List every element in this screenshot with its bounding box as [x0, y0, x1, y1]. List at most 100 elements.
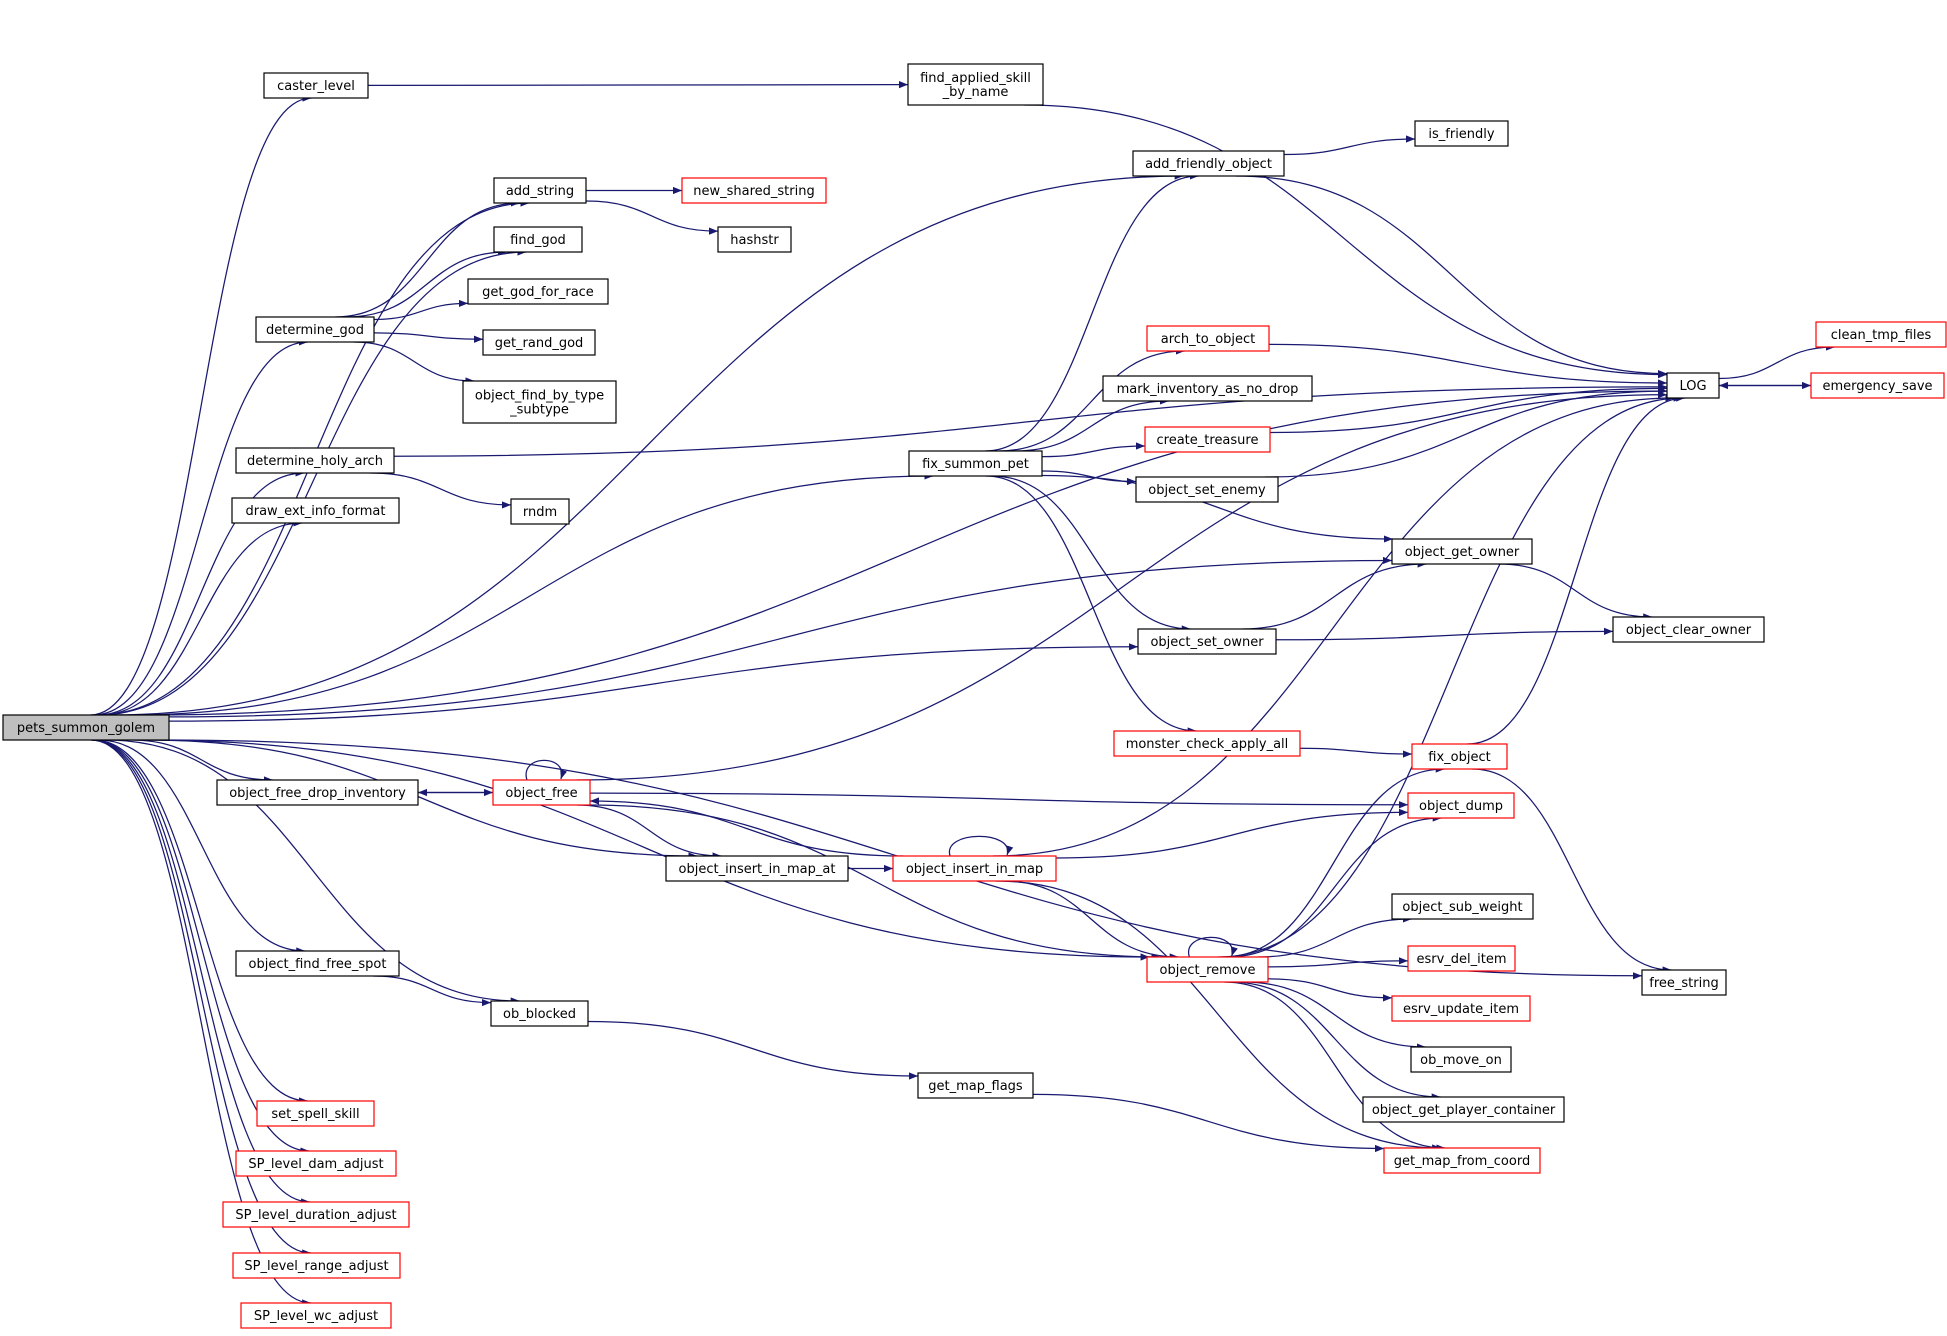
node-get-god-for-race[interactable]: get_god_for_race: [467, 278, 609, 305]
edge-object_free-to-object_free: [525, 759, 568, 781]
node-box: [235, 447, 395, 474]
node-label: add_string: [506, 184, 574, 199]
node-object-set-owner[interactable]: object_set_owner: [1137, 628, 1277, 655]
node-label: object_set_owner: [1150, 635, 1264, 650]
node-label: esrv_update_item: [1403, 1002, 1519, 1017]
node-object-set-enemy[interactable]: object_set_enemy: [1135, 476, 1279, 503]
node-determine-god[interactable]: determine_god: [255, 316, 375, 343]
edge-determine_god-to-find_god: [345, 248, 508, 318]
node-add-friendly-object[interactable]: add_friendly_object: [1132, 150, 1285, 177]
node-emergency-save[interactable]: emergency_save: [1810, 372, 1945, 399]
node-object-insert-in-map-at[interactable]: object_insert_in_map_at: [665, 855, 849, 882]
edge-determine_god-to-get_god_for_race: [373, 299, 469, 321]
node-label: hashstr: [730, 233, 779, 248]
node-label: mark_inventory_as_no_drop: [1117, 382, 1299, 397]
edge-object_remove-to-ob_move_on: [1242, 981, 1426, 1051]
node-fix-summon-pet[interactable]: fix_summon_pet: [908, 450, 1043, 477]
node-label: monster_check_apply_all: [1126, 737, 1289, 752]
node-object-find-free-spot[interactable]: object_find_free_spot: [235, 950, 400, 977]
node-SP-level-dam-adjust[interactable]: SP_level_dam_adjust: [235, 1150, 397, 1177]
node-object-insert-in-map[interactable]: object_insert_in_map: [892, 855, 1057, 882]
node-esrv-del-item[interactable]: esrv_del_item: [1407, 945, 1516, 972]
node-label: new_shared_string: [693, 184, 814, 199]
node-get-rand-god[interactable]: get_rand_god: [482, 329, 596, 356]
node-box: [1113, 730, 1301, 757]
edge-object_free-to-object_insert_in_map_at: [576, 804, 722, 860]
node-new-shared-string[interactable]: new_shared_string: [681, 177, 827, 204]
node-caster-level[interactable]: caster_level: [263, 72, 369, 99]
node-create-treasure[interactable]: create_treasure: [1144, 426, 1271, 453]
node-box: [1414, 120, 1509, 147]
edge-object_set_enemy-to-LOG: [1265, 387, 1668, 478]
node-label: object_find_by_type: [475, 389, 604, 404]
node-draw-ext-info-format[interactable]: draw_ext_info_format: [231, 497, 400, 524]
node-object-remove[interactable]: object_remove: [1146, 956, 1269, 983]
node-object-sub-weight[interactable]: object_sub_weight: [1391, 893, 1534, 920]
node-get-map-from-coord[interactable]: get_map_from_coord: [1383, 1147, 1541, 1174]
node-hashstr[interactable]: hashstr: [717, 226, 792, 253]
edge-create_treasure-to-LOG: [1269, 384, 1668, 434]
node-object-free[interactable]: object_free: [492, 779, 591, 806]
node-SP-level-duration-adjust[interactable]: SP_level_duration_adjust: [222, 1201, 410, 1228]
node-get-map-flags[interactable]: get_map_flags: [917, 1072, 1034, 1099]
node-ob-move-on[interactable]: ob_move_on: [1410, 1046, 1512, 1073]
node-object-find-by-type-subtype[interactable]: object_find_by_type_subtype: [462, 380, 617, 424]
node-free-string[interactable]: free_string: [1641, 969, 1727, 996]
node-label: create_treasure: [1157, 433, 1259, 448]
node-ob-blocked[interactable]: ob_blocked: [490, 1000, 589, 1027]
node-object-dump[interactable]: object_dump: [1407, 792, 1515, 819]
edge-object_get_owner-to-object_clear_owner: [1498, 563, 1653, 621]
node-monster-check-apply-all[interactable]: monster_check_apply_all: [1113, 730, 1301, 757]
node-box: [1146, 325, 1270, 352]
node-box: [1810, 372, 1945, 399]
node-box: [493, 177, 587, 204]
node-label: clean_tmp_files: [1831, 328, 1932, 343]
edge-pets_summon_golem-to-object_set_owner: [168, 643, 1139, 722]
node-find-applied-skill-by-name[interactable]: find_applied_skill_by_name: [907, 63, 1044, 106]
node-label: object_find_free_spot: [249, 957, 387, 972]
node-object-get-owner[interactable]: object_get_owner: [1391, 538, 1533, 565]
edge-get_map_flags-to-get_map_from_coord: [1032, 1093, 1385, 1153]
node-pets-summon-golem[interactable]: pets_summon_golem: [2, 714, 170, 741]
node-box: [216, 779, 419, 806]
node-box: [1391, 538, 1533, 565]
node-set-spell-skill[interactable]: set_spell_skill: [256, 1100, 375, 1127]
edge-pets_summon_golem-to-add_friendly_object: [110, 172, 1184, 716]
node-label: get_god_for_race: [482, 285, 594, 300]
node-box: [493, 226, 583, 253]
node-box: [255, 316, 375, 343]
node-object-free-drop-inventory[interactable]: object_free_drop_inventory: [216, 779, 419, 806]
node-arch-to-object[interactable]: arch_to_object: [1146, 325, 1270, 352]
node-find-god[interactable]: find_god: [493, 226, 583, 253]
node-label: caster_level: [277, 79, 355, 94]
node-box: [1641, 969, 1727, 996]
edge-caster_level-to-find_applied_skill_by_name: [367, 81, 909, 89]
node-label: SP_level_duration_adjust: [235, 1208, 396, 1223]
edge-object_find_free_spot-to-ob_blocked: [372, 975, 492, 1007]
node-SP-level-range-adjust[interactable]: SP_level_range_adjust: [232, 1252, 401, 1279]
node-object-clear-owner[interactable]: object_clear_owner: [1612, 616, 1765, 643]
node-mark-inventory-as-no-drop[interactable]: mark_inventory_as_no_drop: [1102, 375, 1313, 402]
node-SP-level-wc-adjust[interactable]: SP_level_wc_adjust: [240, 1302, 392, 1329]
node-label: object_get_player_container: [1372, 1103, 1556, 1118]
node-object-get-player-container[interactable]: object_get_player_container: [1362, 1096, 1565, 1123]
node-rndm[interactable]: rndm: [510, 498, 570, 525]
node-add-string[interactable]: add_string: [493, 177, 587, 204]
edge-fix_object-to-free_string: [1471, 768, 1672, 974]
node-esrv-update-item[interactable]: esrv_update_item: [1391, 995, 1531, 1022]
node-LOG[interactable]: LOG: [1666, 372, 1720, 399]
node-clean-tmp-files[interactable]: clean_tmp_files: [1815, 321, 1947, 348]
edge-fix_summon_pet-to-monster_check_apply_all: [985, 475, 1197, 735]
edge-fix_summon_pet-to-object_get_owner: [1041, 474, 1393, 543]
node-label: object_insert_in_map_at: [679, 862, 836, 877]
node-fix-object[interactable]: fix_object: [1411, 743, 1508, 770]
node-box: [256, 1100, 375, 1127]
edge-find_applied_skill_by_name-to-LOG: [1024, 104, 1668, 379]
node-box: [492, 779, 591, 806]
node-box: [1815, 321, 1947, 348]
edge-object_remove-to-object_get_player_container: [1230, 981, 1441, 1101]
node-determine-holy-arch[interactable]: determine_holy_arch: [235, 447, 395, 474]
node-is-friendly[interactable]: is_friendly: [1414, 120, 1509, 147]
edge-pets_summon_golem-to-object_find_free_spot: [98, 739, 306, 955]
node-box: [510, 498, 570, 525]
